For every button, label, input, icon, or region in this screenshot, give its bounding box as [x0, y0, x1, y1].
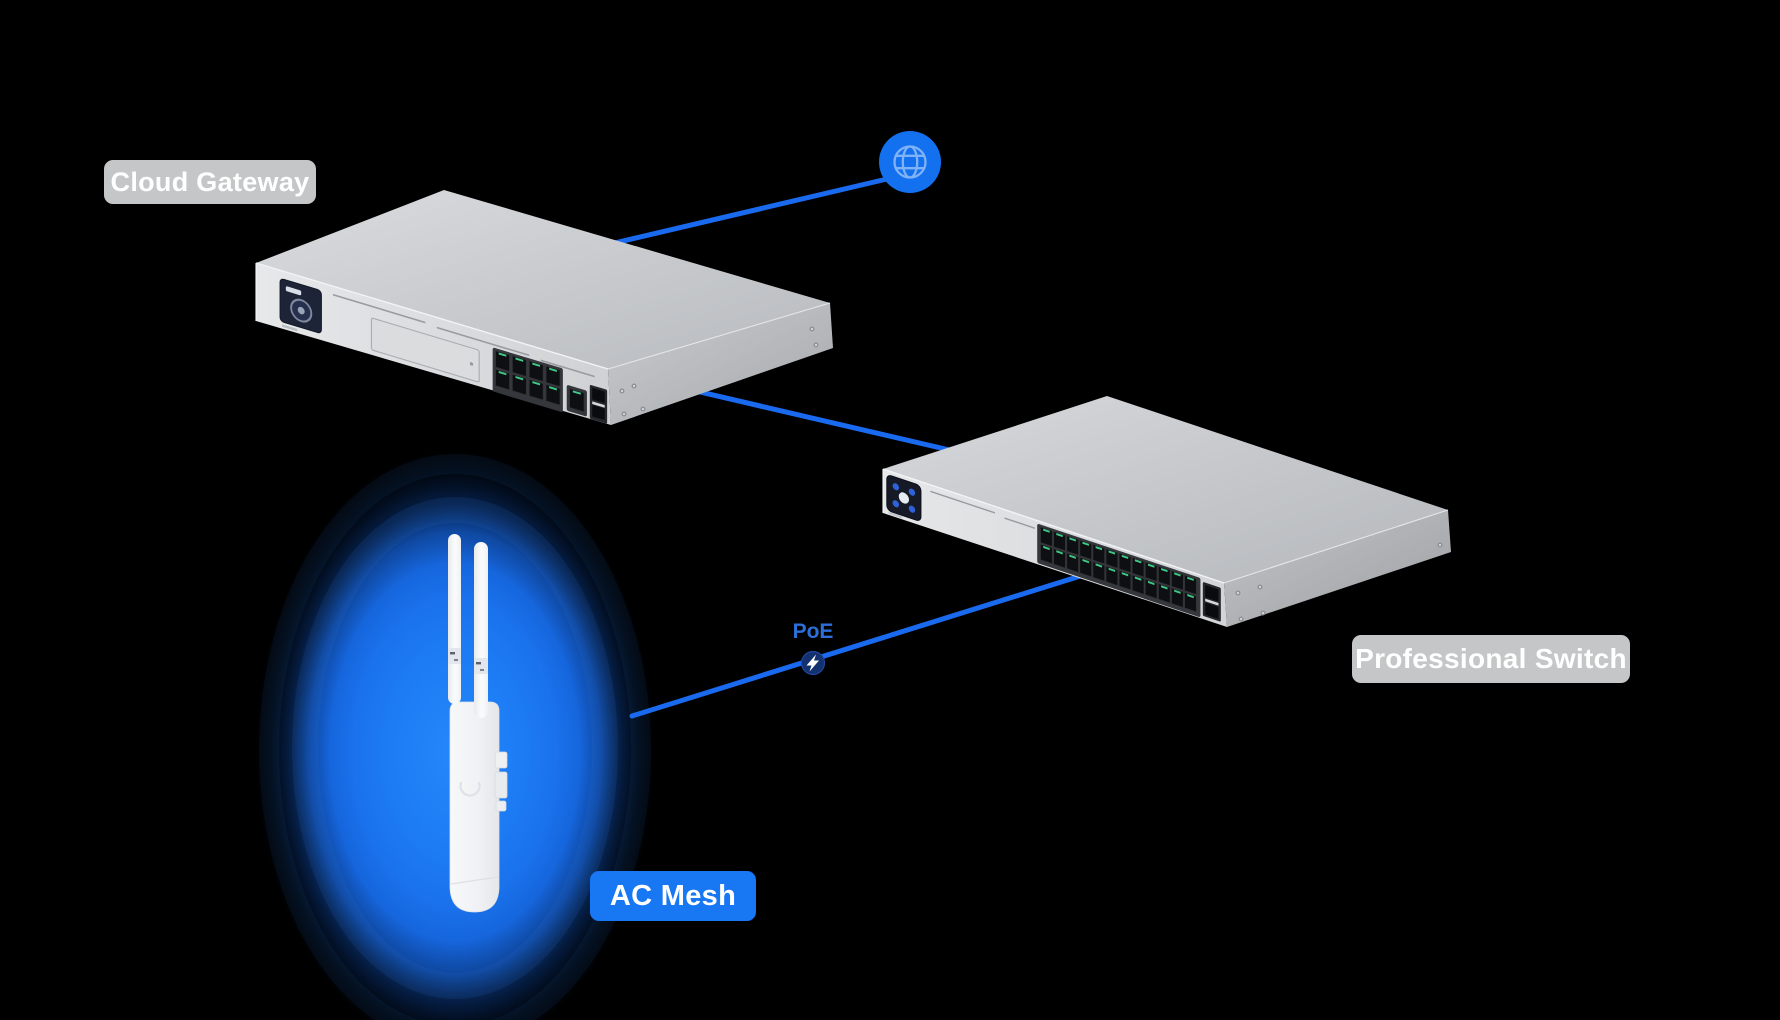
poe-label: PoE [778, 620, 848, 644]
switch-right-face [1224, 510, 1451, 627]
internet-link-line [569, 176, 890, 256]
switch-rj45-port-block [1037, 524, 1201, 618]
gateway-top-face [256, 190, 830, 369]
cloud-gateway-device [255, 190, 833, 425]
professional-switch-device [882, 396, 1451, 627]
gateway-drive-tray [370, 317, 480, 383]
gateway-display [279, 278, 322, 334]
gateway-screws [619, 326, 819, 417]
switch-display [886, 475, 922, 521]
ac-mesh-label: AC Mesh [590, 871, 756, 921]
switch-sfp-cage [1202, 582, 1221, 622]
cloud-gateway-label-text: Cloud Gateway [110, 166, 310, 197]
poe-lightning-icon [800, 650, 826, 676]
ubiquiti-logo-icon [459, 781, 481, 797]
gateway-rj45-port-block [492, 347, 563, 413]
gateway-right-face [608, 303, 833, 425]
cloud-gateway-label: Cloud Gateway [104, 160, 316, 204]
ac-mesh-label-text: AC Mesh [609, 879, 737, 912]
professional-switch-label-text: Professional Switch [1355, 643, 1627, 674]
gateway-sfp-cage [589, 385, 608, 424]
globe-icon [879, 131, 941, 193]
ac-mesh-antenna-right [474, 542, 488, 718]
gateway-wan-port [566, 385, 587, 417]
ac-mesh-mount-clip [494, 751, 508, 812]
ac-mesh-device [448, 534, 508, 913]
switch-acmesh-link-line [629, 570, 1093, 719]
professional-switch-label: Professional Switch [1352, 635, 1630, 683]
ac-mesh-antenna-left [448, 534, 461, 704]
switch-screws [1235, 542, 1443, 622]
poe-label-text: PoE [792, 620, 834, 643]
switch-vent-slots [930, 490, 1035, 529]
switch-top-face [883, 396, 1448, 583]
gateway-vent-slots [332, 293, 595, 378]
